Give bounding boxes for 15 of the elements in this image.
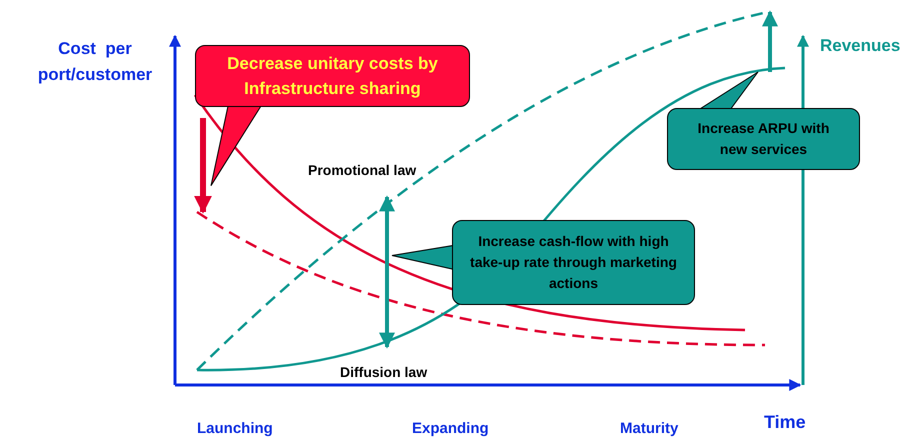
arrow [762,10,778,72]
callout-pointer [392,244,454,270]
callout-pointer [210,106,262,186]
curve-label: Promotional law [308,162,416,178]
axis-title: Time [764,412,806,433]
curve-label: Diffusion law [340,364,428,380]
phase-label: Expanding [412,420,489,437]
callout-pointer [698,72,758,110]
axis-title: Cost per port/customer [36,38,154,86]
arrow [379,195,395,349]
arrow [194,118,212,214]
phase-label: Maturity [620,420,678,437]
axis-title: Revenues [820,36,900,56]
callout-box: Increase cash-flow with high take-up rate through marketing actions [452,220,695,305]
phase-label: Launching [197,420,273,437]
